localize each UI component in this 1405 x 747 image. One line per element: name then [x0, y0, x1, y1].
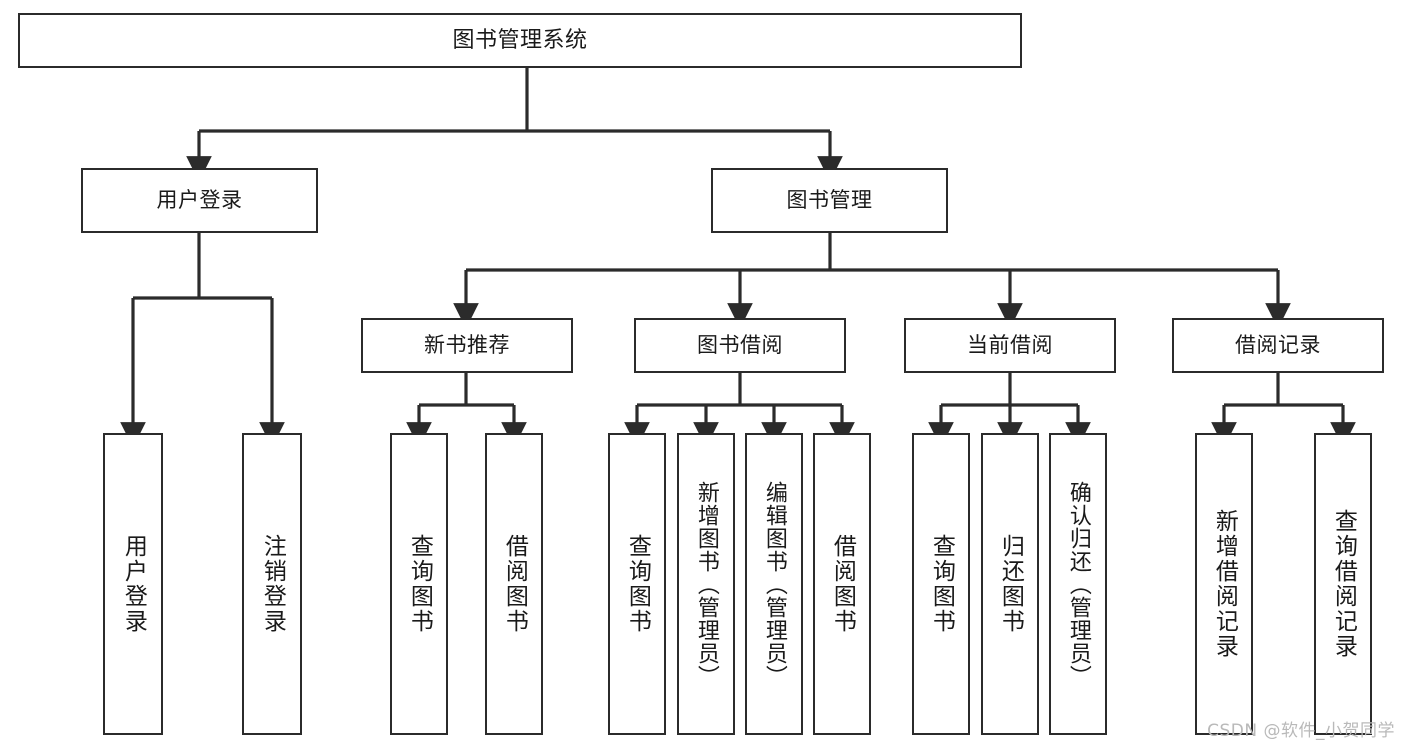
node-book-management[interactable]: 图书管理 [711, 168, 948, 233]
node-label: 图书管理系统 [452, 27, 588, 53]
node-label: 借阅图书 [501, 534, 528, 634]
node-label: 用户登录 [120, 534, 147, 634]
node-label: 新增图书（管理员） [693, 480, 719, 688]
leaf-add-book[interactable]: 新增图书（管理员） [677, 433, 735, 735]
leaf-logout-login[interactable]: 注销登录 [242, 433, 302, 735]
leaf-query-book-2[interactable]: 查询图书 [608, 433, 666, 735]
leaf-query-book-3[interactable]: 查询图书 [912, 433, 970, 735]
node-label: 借阅图书 [829, 534, 856, 634]
node-label: 查询借阅记录 [1330, 509, 1357, 659]
leaf-query-record[interactable]: 查询借阅记录 [1314, 433, 1372, 735]
node-label: 用户登录 [156, 188, 243, 213]
leaf-add-record[interactable]: 新增借阅记录 [1195, 433, 1253, 735]
node-borrow-record[interactable]: 借阅记录 [1172, 318, 1384, 373]
leaf-edit-book[interactable]: 编辑图书（管理员） [745, 433, 803, 735]
node-label: 新书推荐 [424, 333, 510, 358]
node-label: 图书借阅 [697, 333, 783, 358]
leaf-user-login[interactable]: 用户登录 [103, 433, 163, 735]
leaf-borrow-book-2[interactable]: 借阅图书 [813, 433, 871, 735]
node-user-login[interactable]: 用户登录 [81, 168, 318, 233]
node-label: 查询图书 [406, 534, 433, 634]
node-label: 查询图书 [928, 534, 955, 634]
leaf-confirm-return[interactable]: 确认归还（管理员） [1049, 433, 1107, 735]
node-current-borrow[interactable]: 当前借阅 [904, 318, 1116, 373]
node-new-book-recommend[interactable]: 新书推荐 [361, 318, 573, 373]
node-book-borrow[interactable]: 图书借阅 [634, 318, 846, 373]
node-label: 图书管理 [786, 188, 873, 213]
node-root-system[interactable]: 图书管理系统 [18, 13, 1022, 68]
node-label: 新增借阅记录 [1211, 509, 1238, 659]
node-label: 归还图书 [997, 534, 1024, 634]
node-label: 注销登录 [259, 534, 286, 634]
leaf-query-book-1[interactable]: 查询图书 [390, 433, 448, 735]
node-label: 当前借阅 [967, 333, 1053, 358]
node-label: 确认归还（管理员） [1065, 480, 1091, 688]
leaf-return-book[interactable]: 归还图书 [981, 433, 1039, 735]
leaf-borrow-book-1[interactable]: 借阅图书 [485, 433, 543, 735]
node-label: 借阅记录 [1235, 333, 1321, 358]
node-label: 查询图书 [624, 534, 651, 634]
watermark-text: CSDN @软件_小贺同学 [1207, 721, 1395, 741]
node-label: 编辑图书（管理员） [761, 480, 787, 688]
